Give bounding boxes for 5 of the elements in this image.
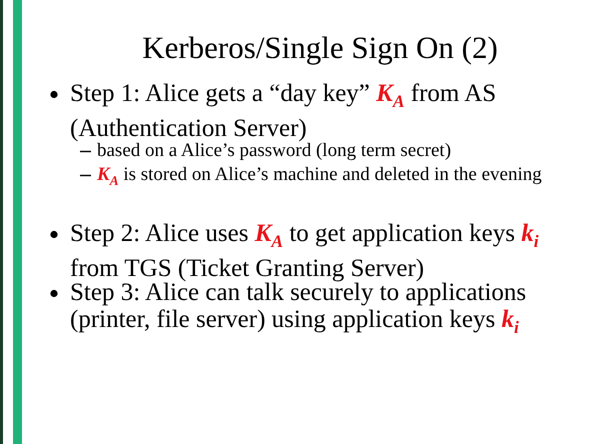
bullet-text: K$_{A}$ is stored on Alice’s machine and deleted in the evening: [97, 163, 543, 190]
slide-title: Kerberos/Single Sign On (2): [141, 30, 499, 66]
bullet-text: Step 1: Alice gets a “day key” K$_{A}$ from AS (Authentication Server): [70, 80, 498, 142]
bullet-text: Step 2: Alice uses K$_{A}$ to get application keys k$_{i}$ from TGS (Ticket Granting Server): [70, 220, 540, 282]
bullet-text: based on a Alice’s password (long term secret): [97, 140, 452, 162]
